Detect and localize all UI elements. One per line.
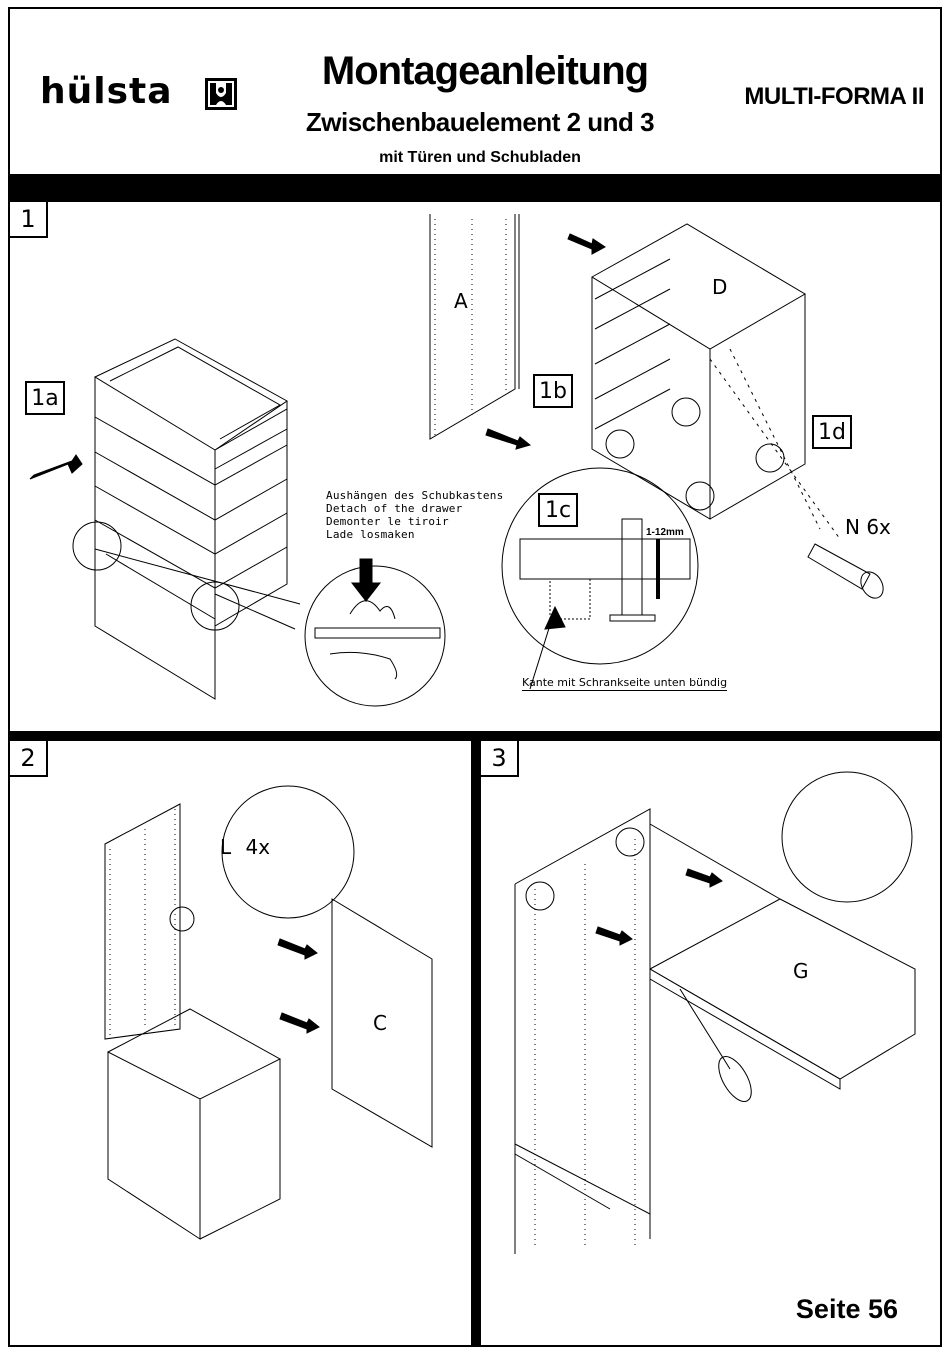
instruction-en: Detach of the drawer <box>326 502 463 515</box>
part-g-label: G <box>793 959 809 983</box>
page-subsubtitle: mit Türen und Schubladen <box>379 149 581 166</box>
panel-divider-vertical <box>471 731 481 1347</box>
adjuster-detail-illustration <box>501 467 699 690</box>
substep-1d-label: 1d <box>812 415 852 449</box>
page-subtitle: Zwischenbauelement 2 und 3 <box>305 107 655 137</box>
page-number: Seite 56 <box>795 1294 898 1324</box>
step-1-number: 1 <box>10 202 48 238</box>
assembly-illustrations <box>29 214 916 1254</box>
instruction-page: hülsta Montageanleitung Zwischenbaueleme… <box>8 7 942 1347</box>
page-title: Montageanleitung <box>321 49 649 93</box>
part-a-label: A <box>454 289 468 313</box>
product-name: MULTI-FORMA II <box>744 83 924 110</box>
drawer-stack-illustration <box>29 338 301 700</box>
edge-flush-callout: Kante mit Schrankseite unten bündig <box>522 676 728 691</box>
page-header: hülsta Montageanleitung Zwischenbaueleme… <box>10 9 940 174</box>
substep-1c-label: 1c <box>538 493 578 527</box>
header-divider-band <box>10 174 940 202</box>
instruction-de: Aushängen des Schubkastens <box>326 489 504 502</box>
screw-n-illustration <box>807 543 884 599</box>
substep-1b-label: 1b <box>533 374 573 408</box>
detach-instructions: Aushängen des Schubkastens Detach of the… <box>326 489 503 541</box>
side-panel-a-illustration <box>429 214 532 450</box>
carcass-d-illustration <box>567 223 841 540</box>
fastener-n-letter: N <box>845 515 860 539</box>
step-3-number: 3 <box>481 741 519 777</box>
detach-detail-illustration <box>304 558 446 707</box>
fastener-l-label: L 4x <box>220 835 270 859</box>
step-2-number: 2 <box>10 741 48 777</box>
huelsta-logo-icon <box>205 78 237 110</box>
fastener-n-label: N 6x <box>845 515 891 539</box>
fastener-l-letter: L <box>220 835 232 859</box>
fastener-n-quantity: 6x <box>866 515 891 539</box>
brand-name: hülsta <box>40 71 173 112</box>
instruction-fr: Demonter le tiroir <box>326 515 449 528</box>
part-d-label: D <box>712 275 728 299</box>
part-c-label: C <box>373 1011 387 1035</box>
step2-cabinet-illustration <box>104 785 433 1240</box>
step3-cabinet-illustration <box>514 771 916 1254</box>
adjustment-range-label: 1-12mm <box>646 527 684 538</box>
instruction-nl: Lade losmaken <box>326 528 415 541</box>
fastener-l-quantity: 4x <box>245 835 271 859</box>
substep-1a-label: 1a <box>25 381 65 415</box>
